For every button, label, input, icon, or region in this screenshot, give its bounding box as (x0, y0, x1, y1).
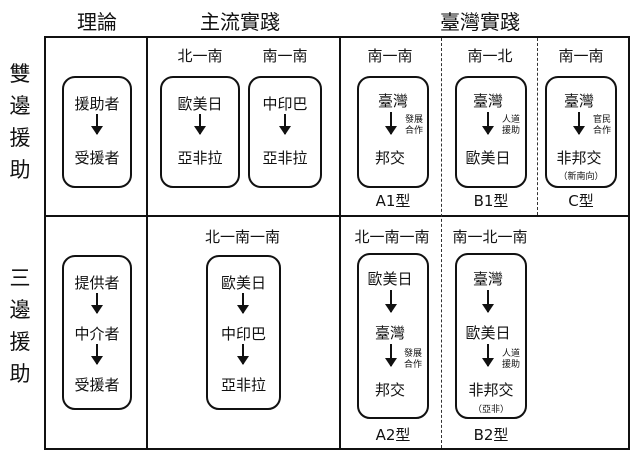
row-char: 助 (9, 158, 31, 182)
node-emerging: 中印巴 (220, 325, 266, 343)
arrow-down-icon (385, 290, 397, 313)
note-humanitarian-aid: 人道 援助 (499, 349, 523, 371)
theory-bilateral-box (62, 76, 132, 188)
note-public-private-cooperation: 官民 合作 (590, 115, 614, 137)
row-char: 助 (9, 362, 31, 386)
grid-left (44, 36, 46, 450)
node-west: 歐美日 (177, 95, 223, 113)
type-b2: B2型 (473, 426, 509, 444)
note-line: 人道 (501, 115, 520, 125)
arrow-down-icon (91, 344, 103, 365)
note-line: 人道 (501, 349, 520, 359)
node-global-south: 亞非拉 (220, 376, 266, 394)
row-char: 邊 (9, 94, 31, 118)
arrow-down-icon (482, 112, 494, 135)
node-global-south: 亞非拉 (177, 149, 223, 167)
taiwan-b2-box (455, 253, 527, 419)
node-diplomatic-allies: 邦交 (374, 149, 405, 167)
row-char: 雙 (9, 62, 31, 86)
row-char: 援 (9, 330, 31, 354)
note-line: 官民 (592, 115, 611, 125)
arrow-down-icon (385, 112, 397, 135)
node-taiwan: 臺灣 (472, 270, 503, 288)
grid-col2 (339, 36, 341, 450)
note-line: 援助 (501, 126, 520, 136)
note-new-southbound: （新南向） (558, 172, 604, 182)
node-west: 歐美日 (465, 324, 511, 342)
row-label-trilateral: 三 邊 援 助 (5, 262, 35, 390)
mainstream-trilateral-box (206, 255, 281, 410)
grid-bottom (44, 448, 630, 450)
note-line: 發展 (404, 115, 423, 125)
label-north-south: 北一南 (177, 47, 223, 65)
type-b1: B1型 (473, 192, 509, 210)
node-non-diplomatic: 非邦交 (556, 149, 602, 167)
arrow-down-icon (279, 114, 291, 135)
node-emerging: 中印巴 (262, 95, 308, 113)
node-taiwan: 臺灣 (377, 92, 408, 110)
node-west: 歐美日 (367, 270, 413, 288)
grid-right (628, 36, 630, 450)
label-a2: 北一南一南 (354, 228, 430, 246)
node-west: 歐美日 (465, 149, 511, 167)
node-non-diplomatic: 非邦交 (468, 381, 514, 399)
label-b2: 南一北一南 (452, 228, 528, 246)
dashed-divider (441, 38, 442, 448)
type-a1: A1型 (375, 192, 411, 210)
theory-trilateral-box (62, 255, 132, 410)
note-development-cooperation: 發展 合作 (402, 115, 426, 137)
note-humanitarian-aid: 人道 援助 (499, 115, 523, 137)
note-line: 合作 (404, 126, 423, 136)
node-diplomatic-allies: 邦交 (374, 381, 405, 399)
note-asia-africa: （亞非） (472, 405, 509, 415)
node-global-south: 亞非拉 (262, 149, 308, 167)
label-c: 南一南 (558, 47, 604, 65)
node-donor: 援助者 (74, 95, 120, 113)
row-char: 三 (9, 266, 31, 290)
note-line: 合作 (403, 360, 422, 370)
grid-top (44, 36, 630, 38)
arrow-down-icon (237, 293, 249, 314)
label-south-south: 南一南 (262, 47, 308, 65)
node-taiwan: 臺灣 (472, 92, 503, 110)
arrow-down-icon (91, 293, 103, 314)
arrow-down-icon (573, 112, 585, 135)
grid-middle (44, 215, 630, 217)
arrow-down-icon (482, 290, 494, 313)
dashed-divider (537, 38, 538, 215)
note-line: 發展 (403, 349, 422, 359)
node-provider: 提供者 (74, 274, 120, 292)
node-west: 歐美日 (220, 274, 266, 292)
header-mainstream: 主流實踐 (200, 10, 280, 34)
arrow-down-icon (237, 344, 249, 365)
note-line: 合作 (592, 126, 611, 136)
label-a1: 南一南 (367, 47, 413, 65)
arrow-down-icon (194, 114, 206, 135)
node-recipient: 受援者 (74, 376, 120, 394)
arrow-down-icon (482, 344, 494, 367)
header-taiwan: 臺灣實踐 (440, 10, 520, 34)
arrow-down-icon (91, 114, 103, 135)
header-theory: 理論 (77, 10, 117, 34)
note-line: 援助 (501, 360, 520, 370)
arrow-down-icon (385, 344, 397, 367)
taiwan-a2-box (357, 253, 429, 419)
type-a2: A2型 (375, 426, 411, 444)
note-development-cooperation: 發展 合作 (401, 349, 425, 371)
row-char: 邊 (9, 298, 31, 322)
grid-col1 (146, 36, 148, 450)
node-intermediary: 中介者 (74, 325, 120, 343)
row-label-bilateral: 雙 邊 援 助 (5, 58, 35, 186)
type-c: C型 (568, 192, 594, 210)
taiwan-c-box (545, 76, 617, 188)
node-taiwan: 臺灣 (374, 324, 405, 342)
label-north-south-south: 北一南一南 (204, 228, 280, 246)
node-taiwan: 臺灣 (563, 92, 594, 110)
label-b1: 南一北 (467, 47, 513, 65)
row-char: 援 (9, 126, 31, 150)
node-recipient: 受援者 (74, 149, 120, 167)
